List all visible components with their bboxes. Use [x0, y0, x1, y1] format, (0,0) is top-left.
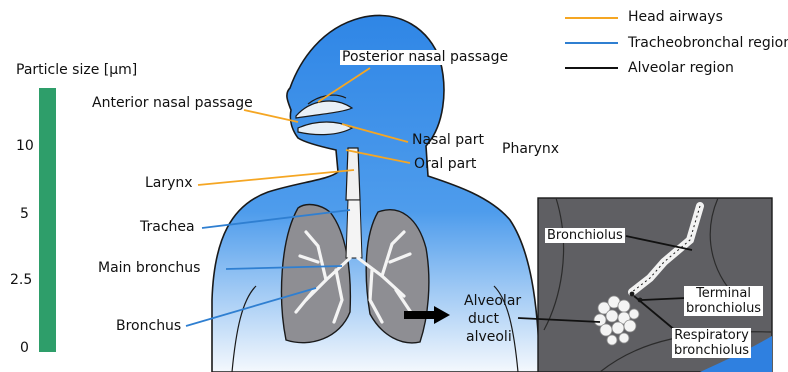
- label-terminal-line2: bronchiolus: [686, 301, 761, 316]
- label-nasal-part: Nasal part: [412, 132, 484, 148]
- label-posterior-nasal-passage: Posterior nasal passage: [340, 50, 510, 65]
- label-main-bronchus: Main bronchus: [98, 260, 200, 276]
- scale-tick-5: 5: [20, 206, 29, 222]
- scale-tick-0: 0: [20, 340, 29, 356]
- particle-size-bar: [39, 88, 56, 352]
- scale-tick-10: 10: [16, 138, 34, 154]
- label-pharynx: Pharynx: [502, 141, 559, 157]
- label-terminal-line1: Terminal: [686, 286, 761, 301]
- legend-swatches: [565, 18, 618, 68]
- label-alveolar: Alveolar: [464, 293, 521, 309]
- particle-size-title: Particle size [μm]: [16, 62, 137, 78]
- label-respiratory-line1: Respiratory: [674, 328, 749, 343]
- label-duct: duct: [468, 311, 499, 327]
- label-bronchiolus: Bronchiolus: [545, 228, 625, 243]
- label-bronchus: Bronchus: [116, 318, 181, 334]
- label-respiratory-line2: bronchiolus: [674, 343, 749, 358]
- legend-label-head: Head airways: [628, 9, 723, 25]
- label-respiratory-bronchiolus: Respiratory bronchiolus: [672, 328, 751, 358]
- label-anterior-nasal-passage: Anterior nasal passage: [92, 95, 253, 111]
- label-terminal-bronchiolus: Terminal bronchiolus: [684, 286, 763, 316]
- label-oral-part: Oral part: [414, 156, 476, 172]
- legend-label-alveolar: Alveolar region: [628, 60, 734, 76]
- legend-label-tracheobronchal: Tracheobronchal region: [628, 35, 788, 51]
- scale-tick-2-5: 2.5: [10, 272, 32, 288]
- label-trachea: Trachea: [140, 219, 195, 235]
- label-alveoli: alveoli: [466, 329, 512, 345]
- label-larynx: Larynx: [145, 175, 193, 191]
